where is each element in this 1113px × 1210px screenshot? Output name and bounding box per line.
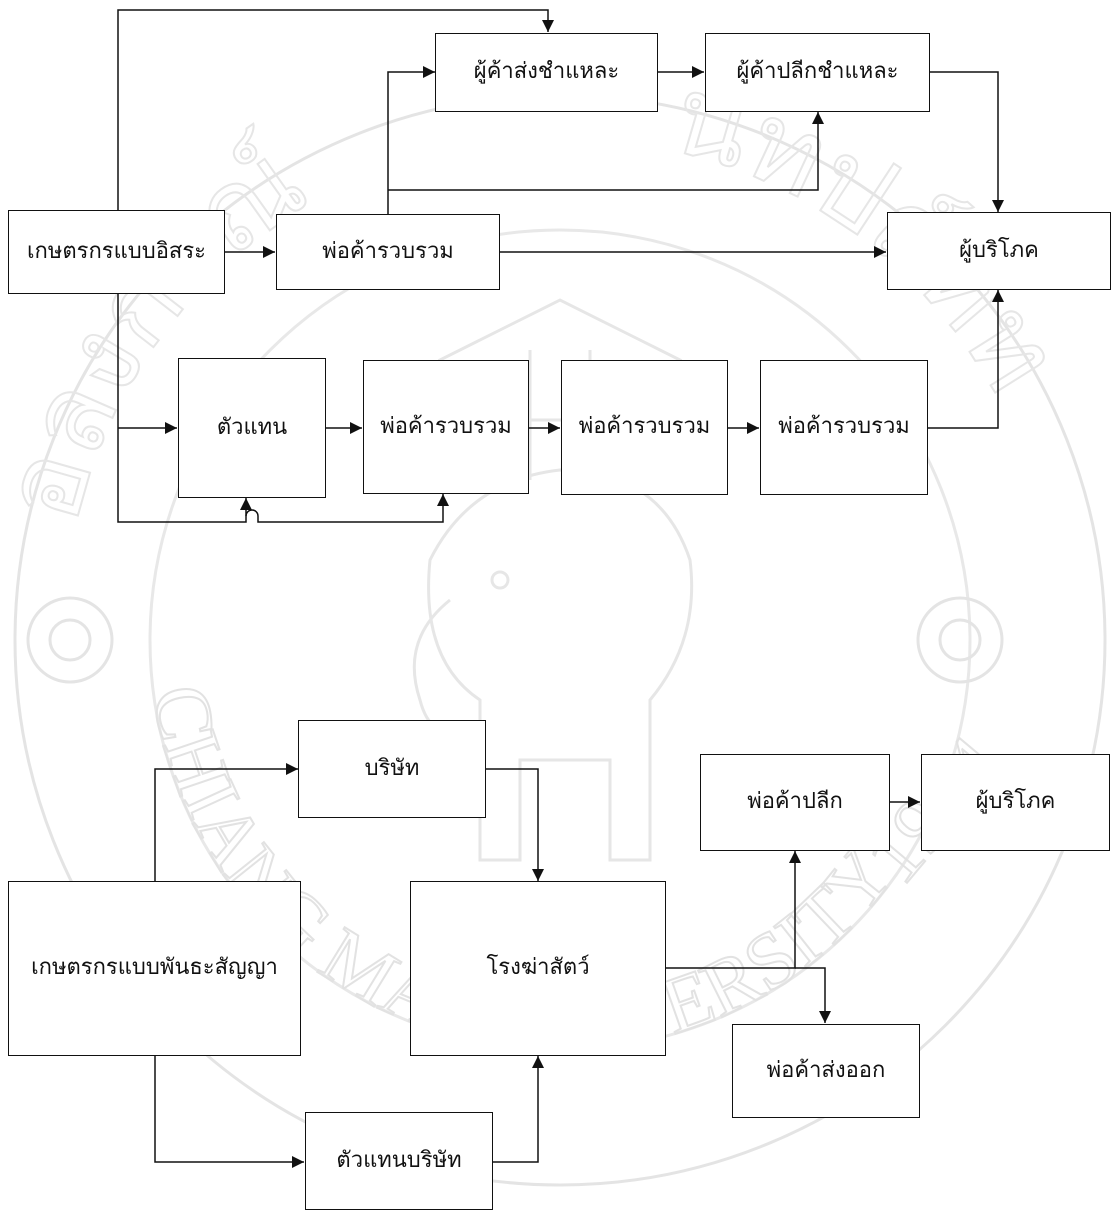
seal-flower-left [26, 596, 114, 684]
node-label: ผู้บริโภค [975, 789, 1056, 815]
node-label: พ่อค้ารวบรวม [322, 238, 454, 264]
node-label: ตัวแทน [216, 414, 288, 440]
node-agent: ตัวแทน [178, 358, 326, 498]
edge-farmer-to-agent-bottom [240, 498, 252, 523]
node-label: บริษัท [364, 755, 420, 781]
node-collector-main: พ่อค้ารวบรวม [276, 214, 500, 290]
seal-flower-right [916, 596, 1004, 684]
edge-slaughterhouse-to-retail [666, 851, 801, 969]
edge-farmer-to-collector-2 [257, 494, 449, 523]
line-crossover-hop [245, 509, 259, 517]
node-company: บริษัท [298, 720, 486, 818]
node-label: ผู้ค้าปลีกชำแหละ [736, 59, 899, 85]
node-contract-farmer: เกษตรกรแบบพันธะสัญญา [8, 881, 301, 1056]
edge-contract-farmer-to-company [154, 763, 298, 881]
node-label: เกษตรกรแบบอิสระ [27, 238, 206, 264]
node-retail-merchant: พ่อค้าปลีก [700, 754, 890, 851]
edge-collector-4-to-consumer [928, 290, 1004, 429]
edge-agent-to-slaughterhouse [493, 1056, 544, 1163]
node-label: พ่อค้ารวบรวม [778, 414, 910, 440]
edge-collector-to-wholesaler [387, 66, 435, 214]
node-independent-farmer: เกษตรกรแบบอิสระ [8, 210, 225, 294]
edge-farmer-down-trunk [117, 294, 240, 523]
node-slaughterhouse: โรงฆ่าสัตว์ [410, 881, 666, 1056]
node-company-agent: ตัวแทนบริษัท [305, 1112, 493, 1210]
edge-retailer-to-consumer [930, 71, 1004, 212]
node-retailer: ผู้ค้าปลีกชำแหละ [705, 33, 930, 112]
node-collector-2: พ่อค้ารวบรวม [363, 360, 529, 494]
node-label: พ่อค้ารวบรวม [578, 414, 711, 440]
edge-slaughterhouse-to-exporter [795, 967, 831, 1023]
node-label: ผู้บริโภค [959, 237, 1039, 263]
node-label: ผู้ค้าส่งชำแหละ [473, 59, 620, 85]
node-label: ตัวแทนบริษัท [336, 1147, 462, 1173]
node-label: เกษตรกรแบบพันธะสัญญา [31, 955, 278, 981]
node-collector-3: พ่อค้ารวบรวม [561, 360, 728, 495]
edge-company-to-slaughterhouse [486, 768, 544, 881]
edge-farmer-to-wholesaler [117, 9, 554, 210]
edge-collector-to-retailer [388, 112, 824, 191]
node-exporter: พ่อค้าส่งออก [732, 1024, 920, 1118]
node-label: พ่อค้าส่งออก [766, 1057, 886, 1083]
node-label: พ่อค้ารวบรวม [380, 413, 512, 439]
node-label: โรงฆ่าสัตว์ [486, 955, 590, 981]
node-collector-4: พ่อค้ารวบรวม [760, 360, 928, 495]
edge-contract-farmer-to-agent [154, 1056, 304, 1168]
node-consumer-1: ผู้บริโภค [887, 212, 1111, 290]
node-consumer-2: ผู้บริโภค [921, 754, 1110, 851]
node-label: พ่อค้าปลีก [747, 789, 843, 815]
node-wholesaler: ผู้ค้าส่งชำแหละ [435, 33, 658, 112]
